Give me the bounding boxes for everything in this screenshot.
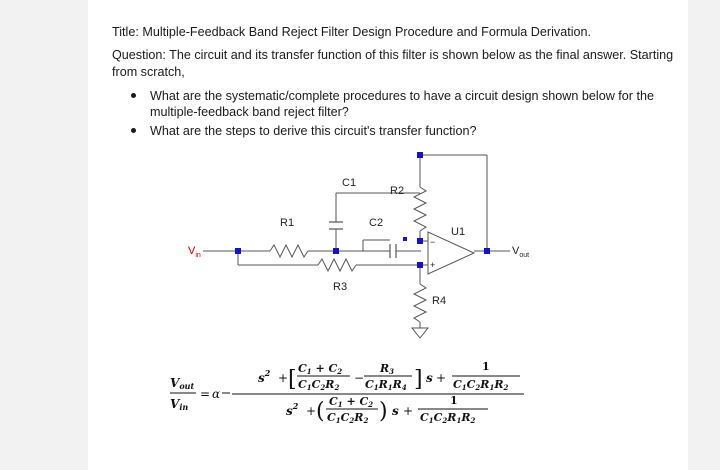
num-frac2-bottom: C1R1R4 — [365, 378, 407, 392]
num-frac3-top: 1 — [482, 360, 490, 373]
c1-label: C1 — [342, 177, 356, 189]
bullet-item: What are the steps to derive this circui… — [128, 123, 668, 139]
den-plus-1: + — [306, 404, 316, 418]
question-text: Question: The circuit and its transfer f… — [112, 48, 674, 79]
den-frac1-top: C1 + C2 — [329, 395, 373, 409]
bullet-dot-icon — [131, 128, 136, 133]
r4-label: R4 — [432, 295, 446, 307]
den-plus-2: + — [403, 404, 413, 418]
den-frac1-bottom: C1C2R2 — [327, 411, 368, 425]
den-frac2-bottom: C1C2R1R2 — [420, 411, 475, 425]
u1-label: U1 — [451, 226, 465, 238]
num-frac3-bottom: C1C2R1R2 — [453, 378, 508, 392]
num-frac2-top: R3 — [379, 362, 394, 376]
circuit-wires — [203, 154, 510, 328]
vin-label: Vin — [188, 245, 201, 259]
question-bullets: What are the systematic/complete procedu… — [128, 88, 668, 142]
opamp-plus-sign: + — [430, 260, 435, 270]
ground-icon — [410, 327, 430, 339]
document-title: Title: Multiple-Feedback Band Reject Fil… — [112, 25, 592, 39]
num-bracket-close: ] — [414, 367, 423, 392]
vin-symbol: Vin — [170, 397, 188, 412]
num-minus: − — [354, 371, 364, 385]
circuit-nodes — [235, 152, 490, 268]
bullet-dot-icon — [131, 93, 136, 98]
den-s: s — [392, 404, 399, 418]
den-frac2-top: 1 — [450, 394, 458, 407]
equals-sign: = — [200, 387, 210, 401]
bullet-item: What are the systematic/complete procedu… — [128, 88, 668, 120]
capacitor-plates — [329, 221, 397, 258]
num-bracket-open: [ — [288, 367, 297, 392]
r2-label: R2 — [390, 185, 404, 197]
opamp-u1-symbol — [427, 231, 476, 275]
vout-label: Vout — [512, 245, 529, 259]
den-paren-open: ( — [316, 399, 325, 424]
io-labels: Vin Vout — [188, 245, 529, 259]
num-frac1-top: C1 + C2 — [298, 362, 342, 376]
num-s: s — [426, 371, 433, 385]
circuit-diagram: C1 R2 R1 C2 U1 R3 R4 − + Vin Vout — [183, 147, 540, 343]
bullet-text: What are the steps to derive this circui… — [150, 124, 477, 138]
num-frac1-bottom: C1C2R2 — [298, 378, 339, 392]
component-labels: C1 R2 R1 C2 U1 R3 R4 − + — [280, 177, 465, 307]
r1-label: R1 — [280, 217, 294, 229]
opamp-minus-sign: − — [430, 237, 435, 247]
r3-label: R3 — [333, 281, 347, 293]
den-s-squared: s2 — [286, 401, 299, 418]
num-s-squared: s2 — [258, 368, 271, 385]
bullet-text: What are the systematic/complete procedu… — [150, 89, 655, 119]
c2-label: C2 — [369, 217, 383, 229]
transfer-function-formula: Vout Vin = α s2 + [ C1 + C2 C1C2R2 − R3 … — [170, 360, 524, 425]
den-paren-close: ) — [379, 399, 388, 424]
num-plus-1: + — [278, 371, 288, 385]
num-plus-2: + — [436, 371, 446, 385]
alpha-symbol: α — [212, 387, 220, 401]
vout-symbol: Vout — [170, 376, 194, 391]
